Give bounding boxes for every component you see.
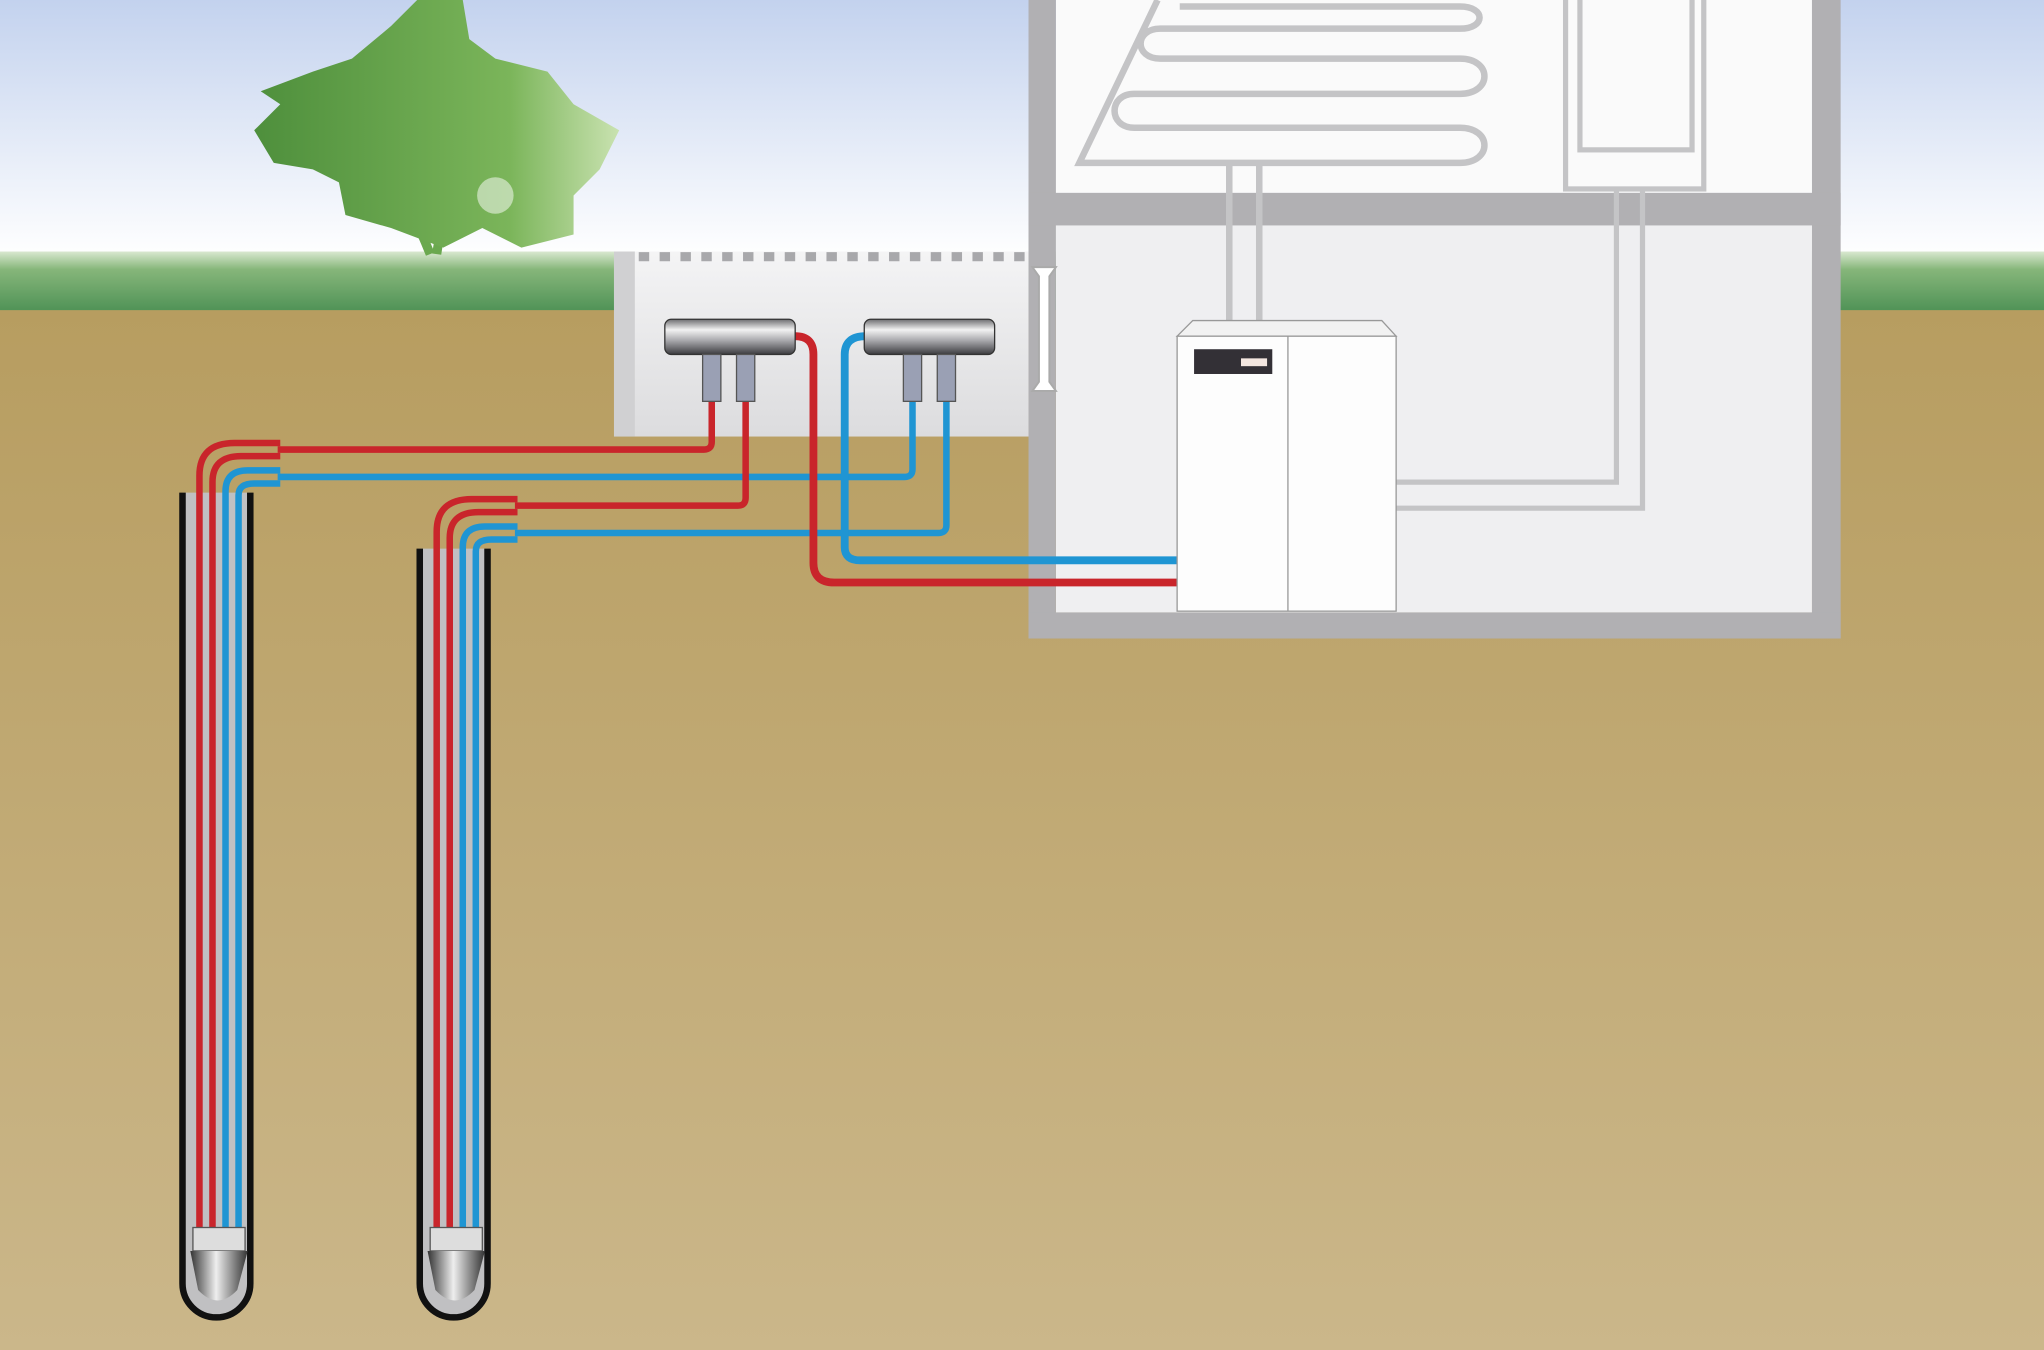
return-manifold: [863, 318, 996, 403]
right-wall: [1811, 0, 1841, 639]
return-pipe-borehole-2b: [472, 536, 518, 1251]
supply-pipe-borehole-2b: [446, 508, 518, 1251]
supply-manifold: [664, 318, 796, 403]
supply-pipe-borehole-1b: [209, 452, 281, 1251]
supply-header-2: [514, 390, 749, 509]
return-header-2: [514, 390, 950, 537]
tree-icon: [254, 0, 620, 256]
supply-header-1: [277, 390, 716, 453]
return-pipe-borehole-2a: [459, 523, 518, 1251]
brand-logo: [1241, 358, 1268, 367]
radiator-icon: [1396, 0, 1707, 511]
basement-room: [1055, 225, 1812, 613]
return-pipe-borehole-1a: [222, 467, 281, 1251]
return-header-1: [277, 390, 916, 481]
ceiling-slab: [1028, 192, 1841, 226]
probe-tip-1: [190, 1226, 248, 1301]
supply-pipe-borehole-1a: [196, 439, 281, 1251]
floor-heating-coil: [1074, 0, 1488, 321]
supply-pipe-borehole-2a: [433, 495, 518, 1251]
main-supply-pipe: [794, 332, 1178, 587]
heat-pump-unit: [1175, 319, 1398, 612]
probe-tip-2: [427, 1226, 485, 1301]
main-return-pipe: [840, 332, 1178, 565]
return-pipe-borehole-1b: [235, 480, 281, 1251]
basement-floor: [1028, 612, 1841, 639]
